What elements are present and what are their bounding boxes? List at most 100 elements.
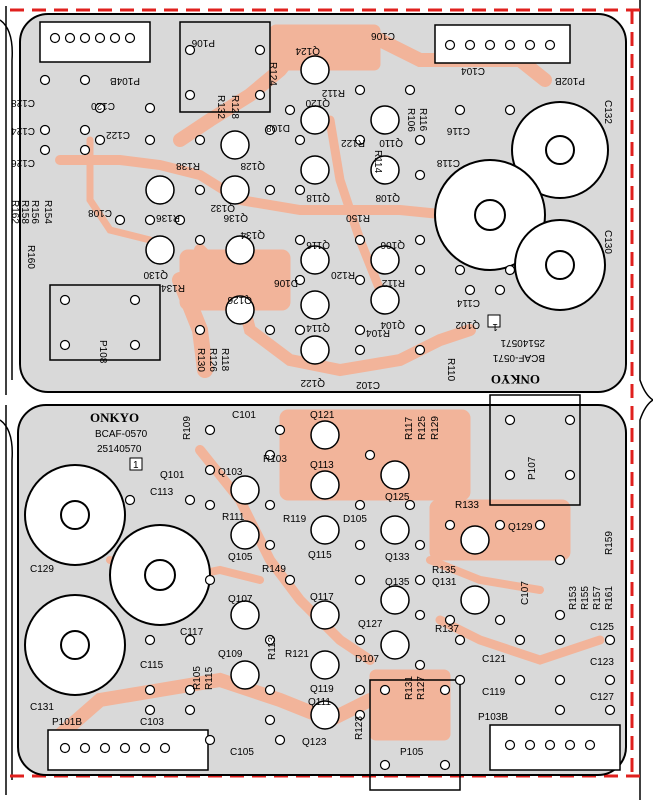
solder-pad [194,324,206,336]
label-r158: R158 [19,200,30,224]
connector-p108 [49,284,161,361]
solder-pad [444,39,456,51]
label-c132: C132 [602,100,613,124]
solder-pad [544,39,556,51]
label-c102: C102 [356,379,380,390]
upper-brand: ONKYO [491,372,540,387]
solder-pad [554,609,566,621]
solder-pad [414,659,426,671]
label-r116: R116 [417,108,428,132]
solder-pad [284,104,296,116]
solder-pad [439,684,451,696]
connector-p105 [369,679,461,791]
transistor [310,515,340,545]
solder-pad [494,284,506,296]
label-p103b: P103B [478,712,508,723]
transistor [225,235,255,265]
label-r109: R109 [182,416,193,440]
label-q118: Q118 [306,192,330,203]
label-c108: C108 [88,207,112,218]
solder-pad [604,634,616,646]
solder-pad [354,134,366,146]
label-c121: C121 [482,654,506,665]
solder-pad [139,742,151,754]
label-c113: C113 [150,487,174,498]
label-c130: C130 [602,230,613,254]
label-d105: D105 [343,514,367,525]
transistor [310,600,340,630]
solder-pad [354,274,366,286]
solder-pad [584,739,596,751]
label-r105: R105 [192,666,203,690]
label-q128: Q128 [240,160,265,171]
label-q130: Q130 [143,269,168,280]
transistor [300,290,330,320]
label-p104b: P104B [110,75,140,86]
solder-pad [504,39,516,51]
label-c127: C127 [590,692,614,703]
solder-pad [414,324,426,336]
solder-pad [119,742,131,754]
label-r104: R104 [366,327,390,338]
label-r112: R112 [381,277,405,288]
solder-pad [274,734,286,746]
transistor [380,585,410,615]
solder-pad [254,44,266,56]
solder-pad [264,324,276,336]
solder-pad [184,684,196,696]
solder-pad [504,739,516,751]
label-r127: R127 [416,676,427,700]
solder-pad [524,739,536,751]
label-r124: R124 [267,62,278,86]
lower-model: BCAF-0570 [95,429,148,440]
lower-transistors [230,420,490,730]
solder-pad [294,184,306,196]
solder-pad [204,734,216,746]
solder-pad [39,124,51,136]
label-r118: R118 [219,348,230,372]
solder-pad [414,169,426,181]
upper-model: BCAF-0571 [492,352,545,363]
solder-pad [404,84,416,96]
label-c122: C122 [106,129,130,140]
transistor [220,130,250,160]
solder-pad [64,32,76,44]
solder-pad [184,704,196,716]
label-r136: R136 [156,212,180,223]
solder-pad [504,469,516,481]
label-r137: R137 [435,624,459,635]
solder-pad [354,344,366,356]
label-c119: C119 [482,687,506,698]
label-q114: Q114 [306,322,330,333]
upper-transistors [145,55,400,365]
solder-pad [94,134,106,146]
upper-board: ONKYO BCAF-0571 25140571 1 P106R124Q124C… [9,13,627,393]
solder-pad [174,214,186,226]
solder-pad [554,704,566,716]
solder-pad [204,574,216,586]
label-r128: R128 [229,95,240,119]
label-c124: C124 [11,125,35,136]
label-r135: R135 [432,565,456,576]
label-r132: R132 [215,95,226,119]
solder-pad [194,234,206,246]
label-r122: R122 [341,137,365,148]
label-q125: Q125 [385,492,410,503]
label-q116: Q116 [306,239,330,250]
solder-pad [79,74,91,86]
label-r111: R111 [222,512,245,523]
connector-p107 [489,394,581,506]
solder-pad [354,499,366,511]
label-r126: R126 [207,348,218,372]
solder-pad [354,84,366,96]
transistor [370,245,400,275]
label-c118: C118 [436,157,460,168]
solder-pad [79,742,91,754]
solder-pad [294,234,306,246]
solder-pad [79,124,91,136]
label-r149: R149 [262,564,286,575]
solder-pad [414,134,426,146]
connector-p106 [179,21,271,113]
solder-pad [49,32,61,44]
transistor [230,660,260,690]
